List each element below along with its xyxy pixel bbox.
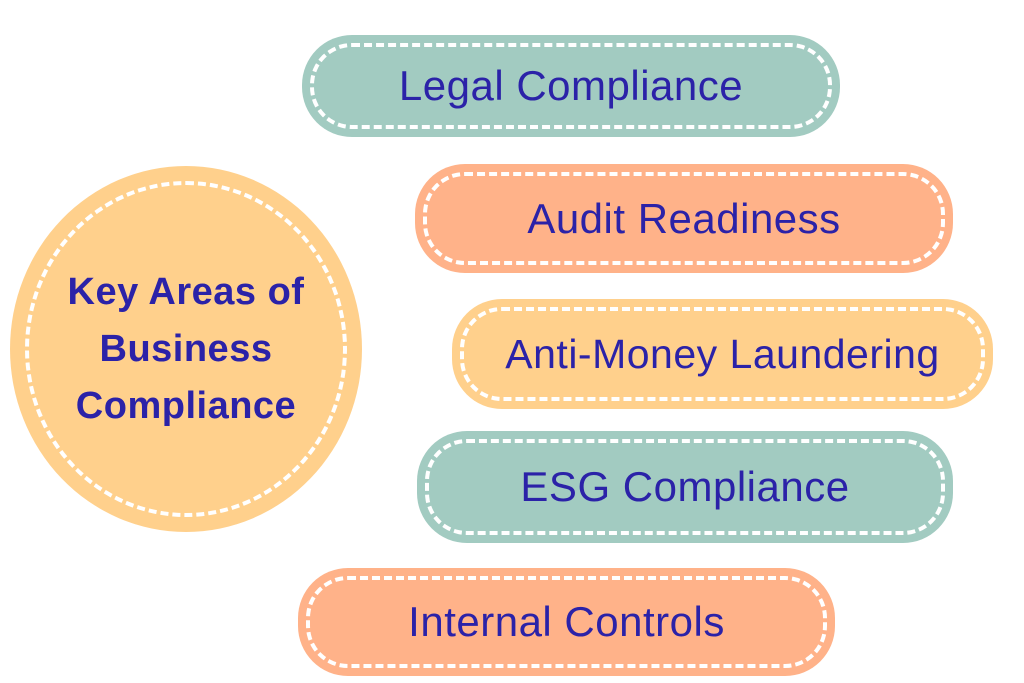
center-label-line-3: Compliance — [75, 384, 297, 427]
pill-label-internal-controls: Internal Controls — [408, 598, 725, 645]
center-label-line-1: Key Areas of — [67, 270, 305, 313]
pill-anti-money-laundering: Anti-Money Laundering — [452, 299, 993, 409]
center-label-line-2: Business — [99, 327, 273, 370]
pill-label-anti-money-laundering: Anti-Money Laundering — [505, 330, 940, 377]
pill-label-audit-readiness: Audit Readiness — [527, 194, 841, 242]
pill-label-legal-compliance: Legal Compliance — [398, 62, 744, 109]
pill-internal-controls: Internal Controls — [298, 568, 835, 676]
pill-legal-compliance: Legal Compliance — [302, 35, 840, 137]
pill-label-esg-compliance: ESG Compliance — [520, 463, 850, 510]
center-circle-label: Key Areas of Business Compliance — [68, 264, 305, 435]
pill-audit-readiness: Audit Readiness — [415, 164, 953, 273]
pill-esg-compliance: ESG Compliance — [417, 431, 953, 543]
center-circle: Key Areas of Business Compliance — [10, 166, 362, 532]
